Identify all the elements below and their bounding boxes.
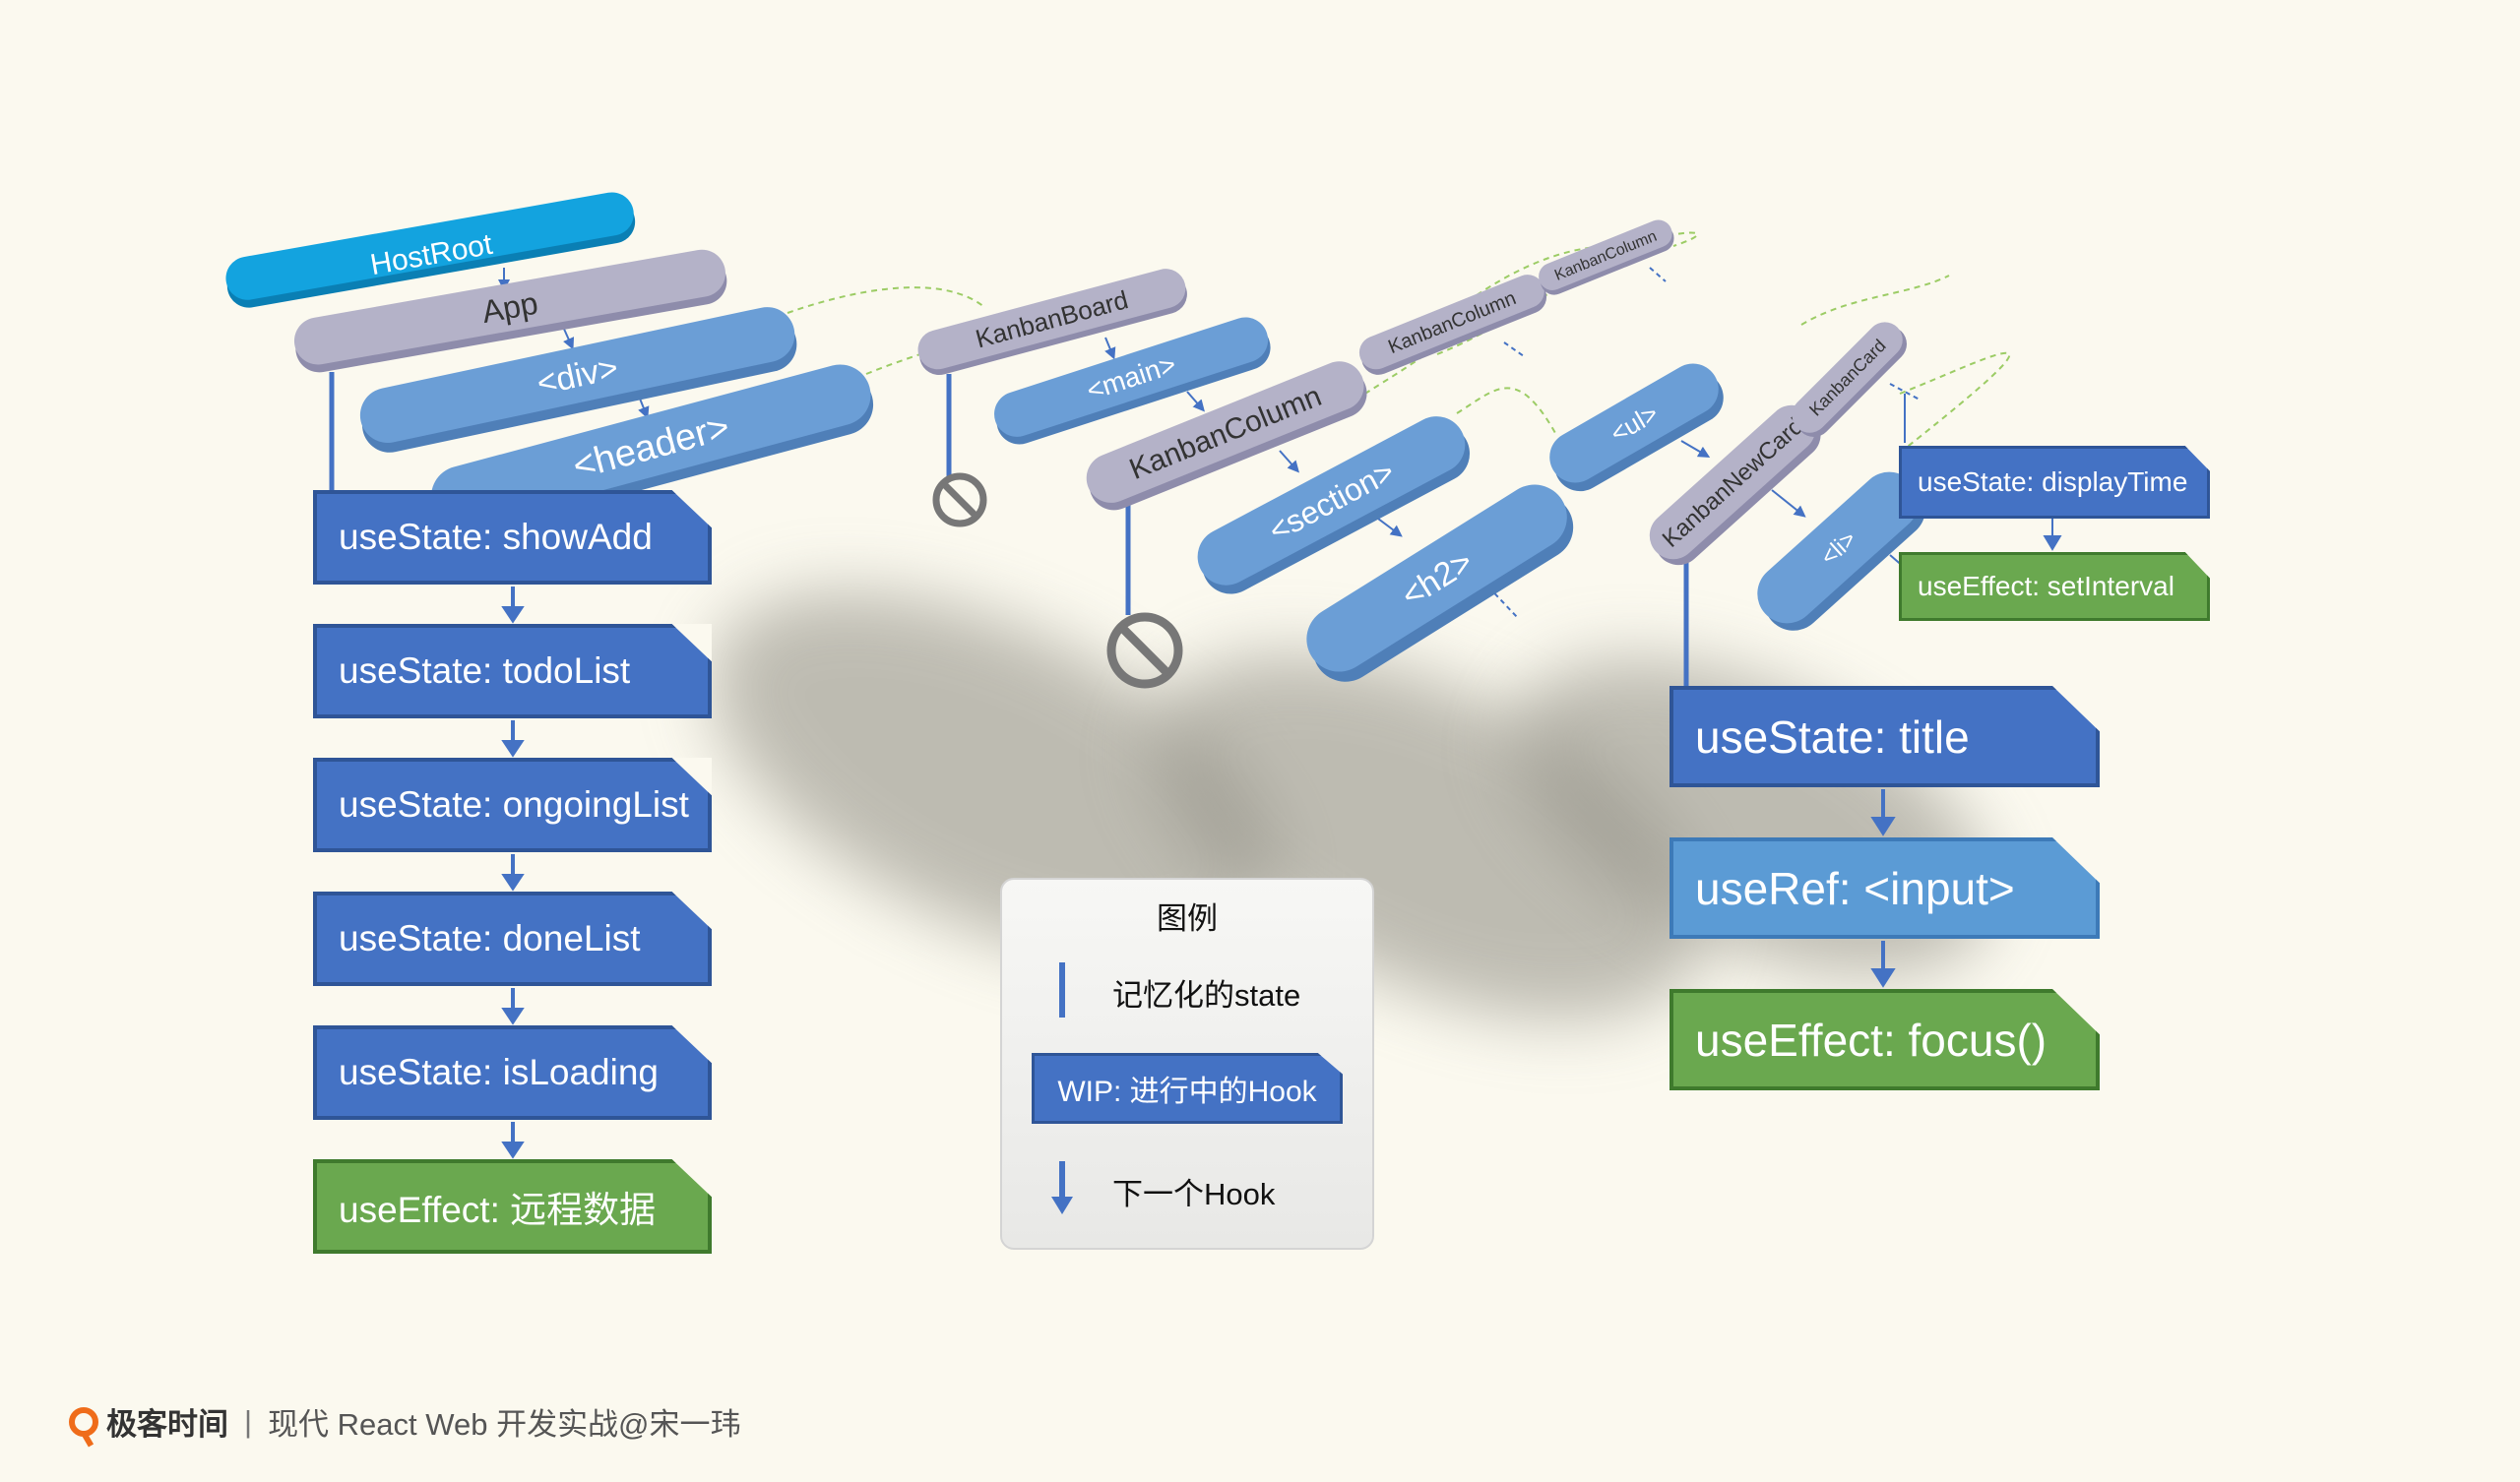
legend-wip-label: WIP: 进行中的Hook <box>1057 1076 1317 1108</box>
fiber-h2: <h2> <box>1306 484 1574 682</box>
fiber-li: <li> <box>1757 471 1926 631</box>
hook-block: useEffect: focus() <box>1670 989 2100 1090</box>
hook-block: useEffect: setInterval <box>1899 552 2210 621</box>
legend: 图例 记忆化的state WIP: 进行中的Hook 下一个Hook <box>1000 878 1374 1250</box>
hook-label: useState: ongoingList <box>339 784 689 825</box>
hook-label: useState: todoList <box>339 650 631 691</box>
geektime-logo-icon <box>69 1406 98 1437</box>
fiber-ul: <ul> <box>1549 363 1724 492</box>
hook-block: useState: doneList <box>313 892 712 986</box>
legend-wip-swatch: WIP: 进行中的Hook <box>1032 1053 1343 1124</box>
bailout-icon <box>932 472 987 527</box>
fiber-div: <div> <box>359 307 797 453</box>
fiber-kanban-column: KanbanColumn <box>1539 219 1674 295</box>
hook-label: useState: isLoading <box>339 1052 660 1092</box>
hook-label: useEffect: focus() <box>1695 1014 2048 1066</box>
hook-label: useEffect: setInterval <box>1918 571 2174 601</box>
memoized-state-lines <box>329 372 1906 686</box>
hook-label: useState: title <box>1695 710 1970 763</box>
hook-block: useState: ongoingList <box>313 758 712 852</box>
legend-memo-label: 记忆化的state <box>1112 978 1301 1013</box>
fiber-main: <main> <box>994 317 1271 445</box>
hook-label: useEffect: 远程数据 <box>339 1190 657 1230</box>
footer-brand: 极客时间 <box>106 1407 228 1442</box>
hook-block: useState: displayTime <box>1899 446 2210 519</box>
fiber-kanban-card: KanbanCard <box>1792 322 1908 438</box>
hook-block: useState: isLoading <box>313 1025 712 1120</box>
hook-block: useRef: <input> <box>1670 837 2100 939</box>
fiber-host-root: HostRoot <box>225 192 636 308</box>
legend-next-arrow <box>1059 1161 1065 1203</box>
footer-course: 现代 React Web 开发实战@宋一玮 <box>268 1407 741 1442</box>
fiber-app: App <box>293 249 727 373</box>
child-arrows <box>498 267 1924 619</box>
hook-block: useState: title <box>1670 686 2100 787</box>
hook-label: useState: displayTime <box>1918 466 2188 497</box>
hook-block: useEffect: 远程数据 <box>313 1159 712 1254</box>
footer: 极客时间 | 现代 React Web 开发实战@宋一玮 <box>69 1399 741 1444</box>
hook-block: useState: todoList <box>313 624 712 718</box>
legend-title: 图例 <box>1157 901 1218 936</box>
legend-memo-line <box>1059 962 1065 1018</box>
bailout-icon <box>1106 612 1183 689</box>
hook-label: useRef: <input> <box>1695 862 2015 914</box>
footer-separator: | <box>244 1403 253 1439</box>
legend-next-arrowhead <box>1051 1197 1073 1214</box>
hook-label: useState: doneList <box>339 918 641 958</box>
hook-label: useState: showAdd <box>339 517 653 557</box>
next-hook-arrows <box>501 519 2062 1159</box>
hook-block: useState: showAdd <box>313 490 712 585</box>
legend-next-label: 下一个Hook <box>1112 1177 1276 1211</box>
fiber-kanban-column: KanbanColumn <box>1358 275 1547 375</box>
